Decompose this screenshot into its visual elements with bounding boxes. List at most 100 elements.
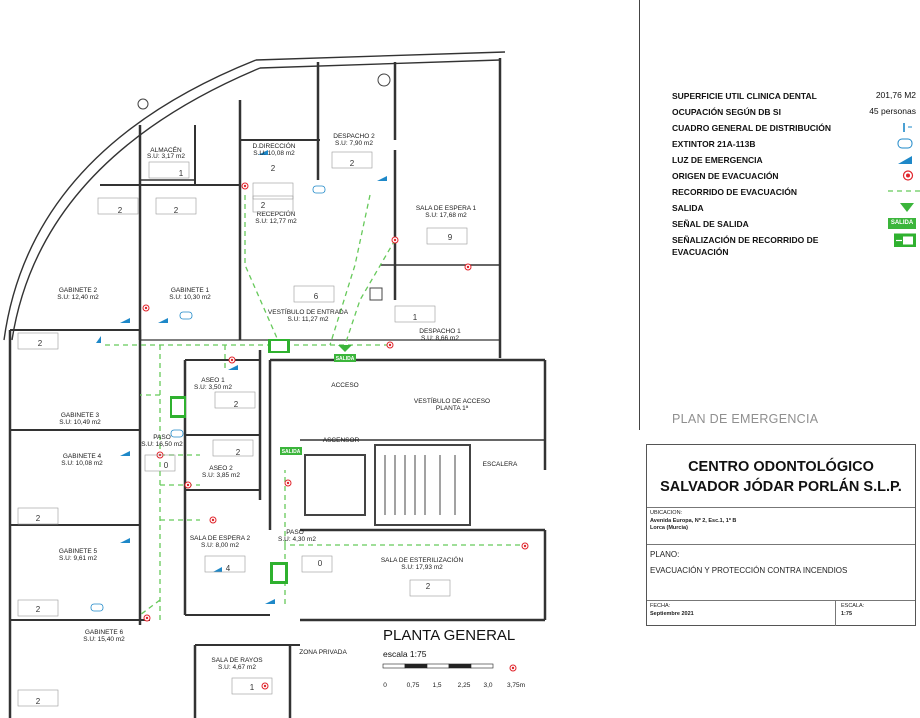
legend-origen: ORIGEN DE EVACUACIÓN [672,168,916,184]
room-gabinete-2: GABINETE 2S.U: 12,40 m2 [57,287,99,301]
room-gabinete-6: GABINETE 6S.U: 15,40 m2 [83,629,125,643]
svg-text:2: 2 [236,448,241,457]
exit-signs: SALIDA SALIDA [280,345,356,455]
title-block: CENTRO ODONTOLÓGICO SALVADOR JÓDAR PORLÁ… [646,444,916,626]
svg-text:S.U: 16,50 m2: S.U: 16,50 m2 [141,441,183,448]
legend-salida-label: SALIDA [672,203,704,213]
room-sala-espera-1: SALA DE ESPERA 1S.U: 17,68 m2 [416,205,477,219]
svg-text:2: 2 [36,697,41,706]
svg-text:ASCENSOR: ASCENSOR [323,437,360,444]
svg-text:GABINETE 2: GABINETE 2 [59,287,98,294]
svg-text:D.DIRECCIÓN: D.DIRECCIÓN [253,141,296,150]
svg-text:S.U: 8,00 m2: S.U: 8,00 m2 [201,542,239,549]
svg-text:DESPACHO 2: DESPACHO 2 [333,133,375,140]
svg-text:S.U: 12,40 m2: S.U: 12,40 m2 [57,294,99,301]
route-signs [170,339,290,584]
stair-and-lift [137,73,471,526]
svg-text:S.U: 3,17 m2: S.U: 3,17 m2 [147,153,185,160]
plan-emergencia-heading: PLAN DE EMERGENCIA [672,412,819,426]
svg-text:2: 2 [261,201,266,210]
svg-text:ACCESO: ACCESO [331,382,358,389]
svg-text:ESCALERA: ESCALERA [483,461,518,468]
svg-text:PLANTA 1ª: PLANTA 1ª [436,405,469,412]
svg-text:0: 0 [318,559,323,568]
svg-text:2: 2 [36,605,41,614]
svg-text:RECEPCIÓN: RECEPCIÓN [257,209,296,218]
svg-text:2,25: 2,25 [458,682,471,689]
svg-text:GABINETE 1: GABINETE 1 [171,287,210,294]
svg-text:S.U: 8,66 m2: S.U: 8,66 m2 [421,335,459,342]
svg-text:ASEO 2: ASEO 2 [209,465,233,472]
svg-text:1: 1 [179,169,184,178]
legend-senalizacion: SEÑALIZACIÓN DE RECORRIDO DE EVACUACIÓN [672,232,916,262]
legend-salida: SALIDA [672,200,916,216]
ubicacion-line-2: Lorca (Murcia) [650,525,688,531]
room-aseo-2: ASEO 2S.U: 3,85 m2 [202,465,240,479]
room-sala-espera-2: SALA DE ESPERA 2S.U: 8,00 m2 [190,535,251,549]
svg-text:S.U: 3,85 m2: S.U: 3,85 m2 [202,472,240,479]
room-despacho-1: DESPACHO 1S.U: 8,66 m2 [419,328,461,342]
svg-text:0: 0 [383,682,387,689]
svg-text:S.U: 4,67 m2: S.U: 4,67 m2 [218,664,256,671]
plan-title-block: PLANTA GENERAL escala 1:75 0 0,75 1,5 2,… [382,627,525,689]
svg-text:SALA DE RAYOS: SALA DE RAYOS [211,657,263,664]
svg-text:ZONA PRIVADA: ZONA PRIVADA [299,649,347,656]
svg-text:1: 1 [413,313,418,322]
evacuation-origins [142,182,529,690]
svg-text:SALIDA: SALIDA [282,449,301,455]
legend-cuadro: CUADRO GENERAL DE DISTRIBUCIÓN [672,120,916,136]
svg-text:1: 1 [250,683,255,692]
legend-recorrido-label: RECORRIDO DE EVACUACIÓN [672,187,797,197]
svg-text:S.U: 10,08 m2: S.U: 10,08 m2 [253,150,295,157]
escala-value: 1:75 [841,611,853,617]
svg-text:S.U: 17,68 m2: S.U: 17,68 m2 [425,212,467,219]
legend-luz: LUZ DE EMERGENCIA [672,152,916,168]
evacuation-origin-icon [902,170,914,181]
company-name: CENTRO ODONTOLÓGICO SALVADOR JÓDAR PORLÁ… [647,457,915,497]
svg-text:0,75: 0,75 [407,682,420,689]
title-divider-3 [647,600,915,601]
room-despacho-2: DESPACHO 2S.U: 7,90 m2 [333,133,375,147]
plan-labels: ACCESO VESTÍBULO DE ACCESO PLANTA 1ª ASC… [299,382,518,656]
svg-text:SALA DE ESTERILIZACIÓN: SALA DE ESTERILIZACIÓN [381,555,464,564]
svg-text:S.U: 10,49 m2: S.U: 10,49 m2 [59,419,101,426]
svg-text:4: 4 [226,564,231,573]
svg-text:SALIDA: SALIDA [336,356,355,362]
svg-text:2: 2 [234,400,239,409]
legend-extintor-label: EXTINTOR 21A-113B [672,139,756,149]
svg-text:GABINETE 4: GABINETE 4 [63,453,102,460]
svg-text:2: 2 [174,206,179,215]
company-line-2: SALVADOR JÓDAR PORLÁN S.L.P. [660,479,902,495]
svg-text:S.U: 10,30 m2: S.U: 10,30 m2 [169,294,211,301]
room-gabinete-3: GABINETE 3S.U: 10,49 m2 [59,412,101,426]
svg-text:PASO: PASO [286,529,304,536]
title-divider-2 [647,544,915,545]
svg-text:3,75m: 3,75m [507,682,525,689]
svg-text:VESTÍBULO DE ACCESO: VESTÍBULO DE ACCESO [414,396,490,405]
svg-text:S.U: 15,40 m2: S.U: 15,40 m2 [83,636,125,643]
svg-text:S.U: 4,30 m2: S.U: 4,30 m2 [278,536,316,543]
svg-text:GABINETE 5: GABINETE 5 [59,548,98,555]
svg-text:ALMACÉN: ALMACÉN [150,145,182,154]
svg-text:2: 2 [350,159,355,168]
evacuation-origin-dots [144,184,527,688]
plano-value: EVACUACIÓN Y PROTECCIÓN CONTRA INCENDIOS [650,566,848,575]
title-divider-vertical [835,600,836,626]
svg-text:DESPACHO 1: DESPACHO 1 [419,328,461,335]
svg-text:S.U: 12,77 m2: S.U: 12,77 m2 [255,218,297,225]
legend-recorrido: RECORRIDO DE EVACUACIÓN [672,184,920,200]
svg-text:GABINETE 6: GABINETE 6 [85,629,124,636]
room-gabinete-1: GABINETE 1S.U: 10,30 m2 [169,287,211,301]
legend-superficie-value: 201,76 M2 [875,90,916,100]
svg-text:escala 1:75: escala 1:75 [383,649,427,659]
svg-text:GABINETE 3: GABINETE 3 [61,412,100,419]
svg-text:6: 6 [314,292,319,301]
exit-triangle-icon [900,203,914,212]
svg-text:S.U: 11,27 m2: S.U: 11,27 m2 [287,316,328,323]
